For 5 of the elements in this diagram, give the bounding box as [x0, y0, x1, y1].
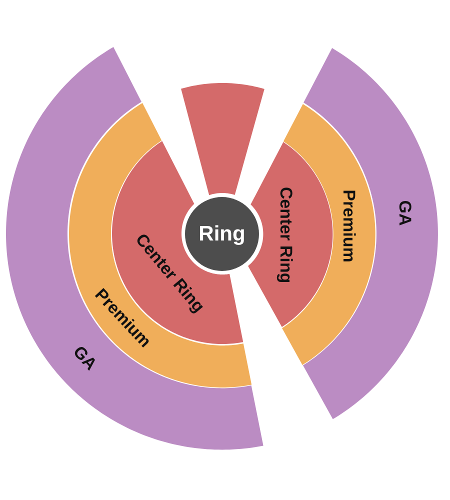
section-label: GA	[70, 342, 100, 374]
section-label: Center Ring	[277, 186, 294, 284]
section-label: Premium	[340, 190, 358, 262]
section-label: GA	[396, 200, 414, 226]
ring-label: Ring	[198, 224, 246, 244]
